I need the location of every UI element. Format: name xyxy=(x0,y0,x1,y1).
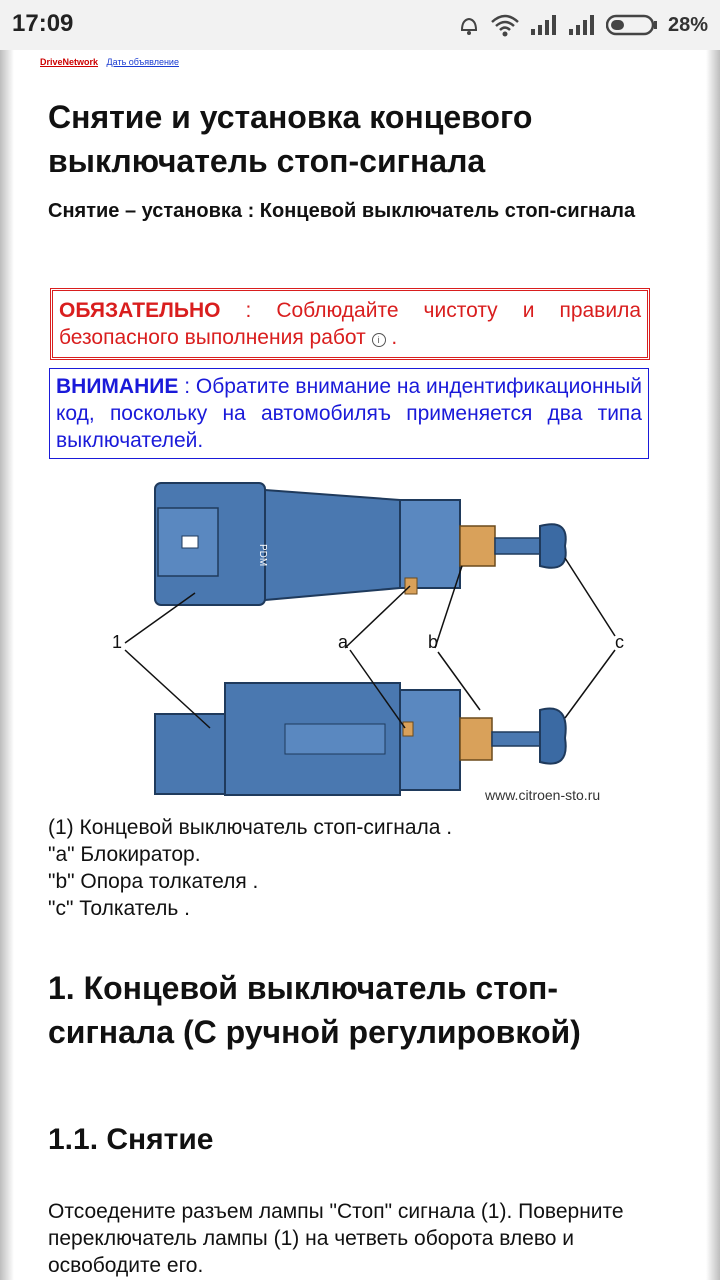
callout-label-b: b xyxy=(428,632,438,652)
alarm-icon xyxy=(460,17,477,35)
callout-label-a: a xyxy=(338,632,349,652)
pdm-stamp: PDM xyxy=(257,544,268,566)
page-title: Снятие и установка концевого выключатель… xyxy=(48,99,533,179)
notice-text: : Соблюдайте чистоту и правила безопасно… xyxy=(59,299,641,349)
signal-icon-2 xyxy=(568,15,594,35)
section-heading: 1. Концевой выключатель стоп-сигнала (С … xyxy=(48,970,581,1050)
status-icons: 28% xyxy=(458,8,708,42)
mandatory-notice: ОБЯЗАТЕЛЬНО : Соблюдайте чистоту и прави… xyxy=(50,288,650,360)
signal-icon xyxy=(530,15,556,35)
legend-item: "a" Блокиратор. xyxy=(48,843,201,866)
attention-notice: ВНИМАНИЕ : Обратите внимание на индентиф… xyxy=(49,368,649,459)
warning-text: : Обратите внимание на индентификационны… xyxy=(56,375,642,452)
page-edge-shadow-right xyxy=(706,50,720,1280)
post-ad-link[interactable]: Дать объявление xyxy=(106,57,179,67)
battery-percent: 28% xyxy=(667,13,708,36)
brand-link[interactable]: DriveNetwork xyxy=(40,57,99,67)
diagram-legend: (1) Концевой выключатель стоп-сигнала . … xyxy=(48,814,648,922)
status-bar: 17:09 28% xyxy=(0,0,720,50)
info-icon[interactable]: i xyxy=(371,333,386,347)
instruction-paragraph: Отсоедените разъем лампы "Стоп" сигнала … xyxy=(48,1200,624,1277)
warning-label: ВНИМАНИЕ xyxy=(56,375,179,398)
diagram-watermark: www.citroen-sto.ru xyxy=(484,787,600,803)
notice-label: ОБЯЗАТЕЛЬНО xyxy=(59,299,221,322)
bottom-switch-illustration xyxy=(154,682,567,796)
notice-tail: . xyxy=(385,326,398,349)
battery-icon xyxy=(605,14,657,36)
top-switch-illustration: PDM xyxy=(154,482,567,606)
subsection-heading: 1.1. Снятие xyxy=(48,1123,214,1156)
legend-item: "b" Опора толкателя . xyxy=(48,870,259,893)
callout-label-c: c xyxy=(615,632,624,652)
legend-item: "c" Толкатель . xyxy=(48,897,190,920)
callout-label-1: 1 xyxy=(112,632,122,652)
wifi-icon xyxy=(491,14,519,37)
page-edge-shadow-left xyxy=(0,50,14,1280)
page-subtitle: Снятие – установка : Концевой выключател… xyxy=(48,200,636,222)
brake-switch-diagram: PDM 1 a b c www.citroen-sto.ru xyxy=(112,482,624,803)
site-topbar: DriveNetwork Дать объявление xyxy=(40,57,179,67)
status-time: 17:09 xyxy=(12,10,74,37)
legend-item: (1) Концевой выключатель стоп-сигнала . xyxy=(48,816,453,839)
